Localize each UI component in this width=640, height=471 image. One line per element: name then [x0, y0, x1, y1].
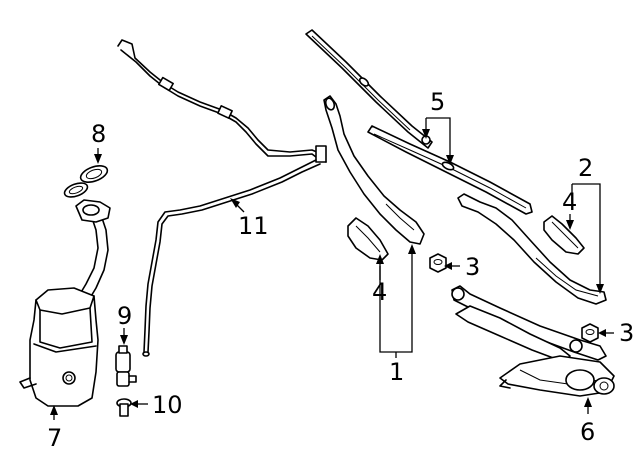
washer-hose-part-11 [117, 39, 327, 357]
arm-cap-part-4-left [347, 217, 389, 261]
washer-pump-part-9 [115, 345, 137, 387]
callout-11: 11 [238, 212, 269, 240]
callout-3-upper: 3 [465, 253, 480, 281]
wiper-arm-part-1 [323, 95, 425, 245]
callout-4-left: 4 [372, 278, 387, 306]
washer-reservoir-part-7 [19, 199, 111, 407]
callout-5: 5 [430, 88, 445, 116]
wiper-blades-part-5 [305, 29, 533, 215]
callout-3-lower: 3 [619, 319, 634, 347]
callout-10: 10 [152, 391, 183, 419]
nut-part-3-upper [429, 253, 447, 273]
callout-1: 1 [389, 358, 404, 386]
callout-7: 7 [47, 424, 62, 452]
grommet-part-10 [116, 398, 132, 417]
seal-part-8 [63, 165, 109, 198]
callout-4-right: 4 [562, 188, 577, 216]
leader-lines [50, 117, 614, 420]
nut-part-3-lower [581, 323, 599, 343]
callout-9: 9 [117, 302, 132, 330]
callout-6: 6 [580, 418, 595, 446]
callout-2: 2 [578, 154, 593, 182]
wiper-motor-linkage-part-6 [451, 285, 615, 397]
wiper-arm-part-2 [457, 193, 607, 305]
arm-cap-part-4-right [543, 215, 585, 255]
callout-8: 8 [91, 120, 106, 148]
